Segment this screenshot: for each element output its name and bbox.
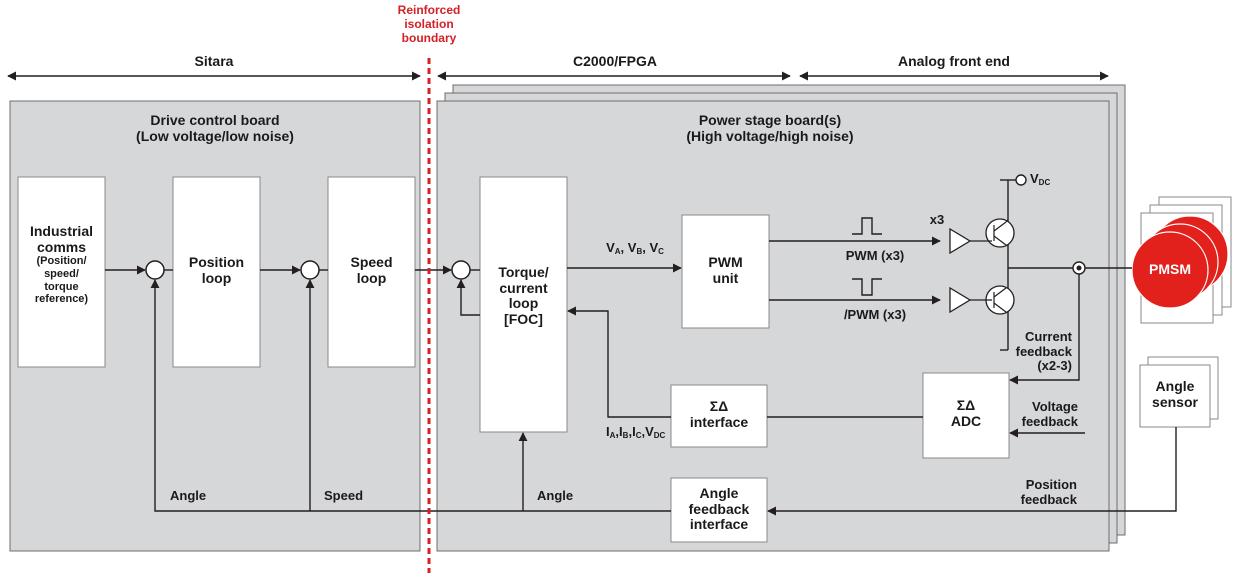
position-feedback-line2: feedback <box>1020 491 1077 507</box>
summing-junction-3 <box>451 260 471 280</box>
sd-interface-label: ΣΔ interface <box>671 398 767 430</box>
current-feedback-line3: (x2-3) <box>1037 358 1072 374</box>
gate-driver-high <box>949 227 972 255</box>
torque-loop-line1: Torque/ <box>498 264 549 280</box>
sd-interface-line2: interface <box>689 413 749 430</box>
voltage-feedback-line2: feedback <box>1021 413 1078 429</box>
angle-feedback-interface-label: Angle feedback interface <box>671 485 767 533</box>
position-loop-line1: Position <box>188 254 245 270</box>
vdc-label: VDC <box>1030 171 1051 187</box>
sd-interface-block <box>670 384 768 448</box>
angle-feedback-interface-block <box>670 477 768 543</box>
vdc-terminal <box>1015 174 1027 186</box>
angle-label-1: Angle <box>170 488 207 503</box>
c2000-label: C2000/FPGA <box>572 53 658 69</box>
signal-wires <box>105 179 1177 516</box>
voltage-feedback-line1: Voltage <box>1032 399 1078 414</box>
voltage-feedback-label: Voltage feedback <box>1000 399 1078 429</box>
pwm-unit-line1: PWM <box>708 254 743 270</box>
position-loop-line2: loop <box>201 269 232 286</box>
speed-loop-line2: loop <box>356 269 387 286</box>
industrial-comms-block <box>17 176 106 368</box>
pwm-unit-line2: unit <box>712 269 739 286</box>
gate-driver-low <box>949 286 972 314</box>
isolation-label-line1: Reinforced <box>397 3 461 17</box>
drive-board-title-text: Drive control board <box>150 112 280 128</box>
drive-board-title: Drive control board (Low voltage/low noi… <box>100 112 330 144</box>
position-loop-block <box>172 176 261 368</box>
isolation-label-line3: boundary <box>401 30 457 45</box>
isolation-label: Reinforced isolation boundary <box>389 3 469 45</box>
current-feedback-label: Current feedback (x2-3) <box>990 329 1072 374</box>
igbt-high <box>985 218 1015 248</box>
npwm-pulse-icon <box>852 278 882 296</box>
current-feedback-line2: feedback <box>1015 343 1072 359</box>
speed-feedback-label: Speed <box>324 488 364 503</box>
afe-label: Analog front end <box>898 53 1010 69</box>
industrial-comms-detail3: torque <box>44 280 79 293</box>
summing-junction-1 <box>145 260 165 280</box>
pmsm-label: PMSM <box>1149 261 1191 277</box>
pwm-unit-label: PWM unit <box>682 254 769 286</box>
industrial-comms-label: Industrial comms (Position/ speed/ torqu… <box>18 223 105 306</box>
angle-sensor-line1: Angle <box>1155 378 1195 394</box>
summing-junction-2 <box>300 260 320 280</box>
torque-loop-block <box>479 176 568 433</box>
position-feedback-label: Position feedback <box>995 477 1077 507</box>
angle-feedback-line3: interface <box>689 516 749 533</box>
angle-sensor-line2: sensor <box>1152 393 1198 410</box>
torque-loop-line4: [FOC] <box>504 311 543 328</box>
power-board-title-text: Power stage board(s) <box>698 112 842 128</box>
sd-adc-line2: ADC <box>950 412 982 429</box>
x3-label: x3 <box>929 212 945 227</box>
npwm-signal-label: /PWM (x3) <box>843 307 907 322</box>
torque-loop-line2: current <box>499 279 548 296</box>
power-board-title: Power stage board(s) (High voltage/high … <box>655 112 885 144</box>
angle-feedback-line2: feedback <box>688 500 750 517</box>
industrial-comms-detail1: (Position/ <box>36 255 87 268</box>
angle-feedback-line1: Angle <box>699 485 739 501</box>
pwm-unit-block <box>681 214 770 329</box>
power-board-subtitle: (High voltage/high noise) <box>686 127 854 144</box>
sitara-label: Sitara <box>194 53 234 69</box>
sd-adc-block <box>922 372 1010 459</box>
industrial-comms-detail2: speed/ <box>44 267 79 280</box>
sd-adc-line1: ΣΔ <box>956 397 976 413</box>
iabc-vdc-label: IA,IB,IC,VDC <box>606 424 666 440</box>
industrial-comms-title2: comms <box>36 238 87 255</box>
angle-sensor-label: Angle sensor <box>1140 378 1210 410</box>
pmsm-disc <box>1131 231 1209 309</box>
position-loop-label: Position loop <box>173 254 260 286</box>
speed-loop-block <box>327 176 416 368</box>
speed-loop-line1: Speed <box>350 254 393 270</box>
sd-adc-label: ΣΔ ADC <box>923 397 1009 429</box>
angle-sensor-block <box>1139 364 1211 428</box>
speed-loop-label: Speed loop <box>328 254 415 286</box>
torque-loop-line3: loop <box>508 295 539 312</box>
angle-label-2: Angle <box>537 488 574 503</box>
sd-interface-line1: ΣΔ <box>709 398 729 414</box>
isolation-label-line2: isolation <box>404 16 454 31</box>
industrial-comms-detail4: reference) <box>34 293 89 306</box>
vabc-label: VA, VB, VC <box>606 240 664 256</box>
position-feedback-line1: Position <box>1025 477 1077 492</box>
torque-loop-label: Torque/ current loop [FOC] <box>480 264 567 328</box>
pwm-pulse-icon <box>852 217 882 235</box>
current-feedback-line1: Current <box>1025 329 1072 344</box>
pwm-signal-label: PWM (x3) <box>845 248 905 263</box>
drive-board-subtitle: (Low voltage/low noise) <box>136 127 294 144</box>
industrial-comms-title1: Industrial <box>29 223 93 239</box>
